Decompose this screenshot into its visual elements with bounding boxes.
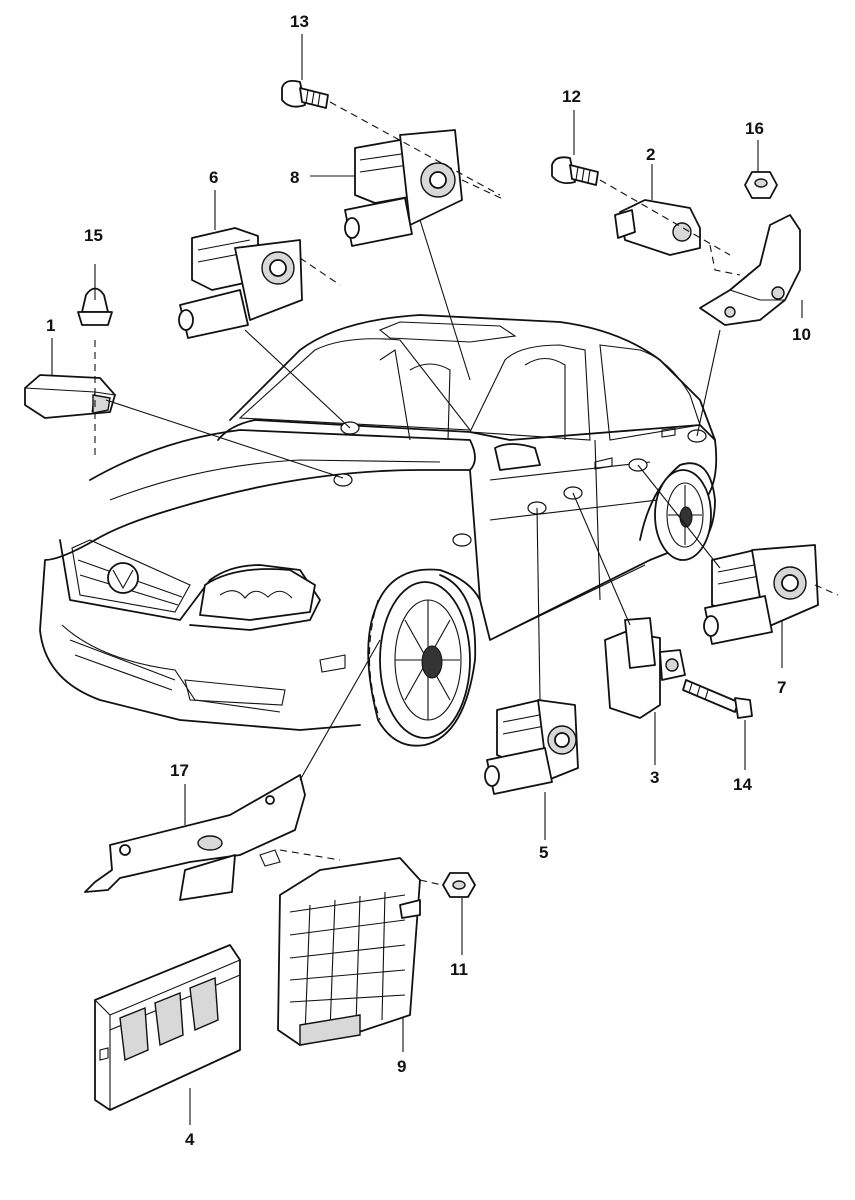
part-2-sensor (614, 199, 701, 256)
dash-13-8 (329, 101, 501, 196)
part-15-nut (77, 287, 113, 326)
callout-16: 16 (745, 119, 764, 138)
callout-7: 7 (777, 678, 786, 697)
callout-10: 10 (792, 325, 811, 344)
callout-3: 3 (650, 768, 659, 787)
callout-5: 5 (539, 843, 548, 862)
part-12-bolt (551, 156, 599, 186)
part-10-bracket (699, 214, 801, 326)
part-9-module-holder (277, 857, 421, 1046)
part-13-bolt (281, 79, 329, 109)
part-4-control-unit (94, 944, 241, 1111)
dash-12-2 (599, 179, 731, 256)
callout-1: 1 (46, 316, 55, 335)
callout-12: 12 (562, 87, 581, 106)
part-3-sensor-bracket (604, 617, 686, 719)
part-14-bolt (682, 679, 753, 719)
part-8-window-motor (344, 129, 463, 247)
sedan-car-outline (39, 314, 718, 747)
callout-8: 8 (290, 168, 299, 187)
part-16-nut (744, 171, 778, 199)
callout-17: 17 (170, 761, 189, 780)
callout-14: 14 (733, 775, 752, 794)
leader-lines (51, 34, 839, 1125)
part-17-bracket (84, 774, 306, 901)
callout-11: 11 (450, 960, 468, 979)
part-1-control-module (24, 374, 116, 419)
callout-9: 9 (397, 1057, 406, 1076)
part-5-window-motor (484, 699, 579, 795)
dash-17-9 (279, 849, 341, 861)
callout-4: 4 (185, 1130, 195, 1149)
callout-6: 6 (209, 168, 218, 187)
part-6-window-motor (178, 227, 303, 339)
part-7-window-motor (703, 544, 819, 645)
part-11-nut (442, 872, 476, 898)
callout-labels: 13 12 16 2 8 6 15 1 10 7 3 14 17 5 11 9 … (46, 12, 811, 1149)
callout-13: 13 (290, 12, 309, 31)
callout-15: 15 (84, 226, 103, 245)
callout-2: 2 (646, 145, 655, 164)
